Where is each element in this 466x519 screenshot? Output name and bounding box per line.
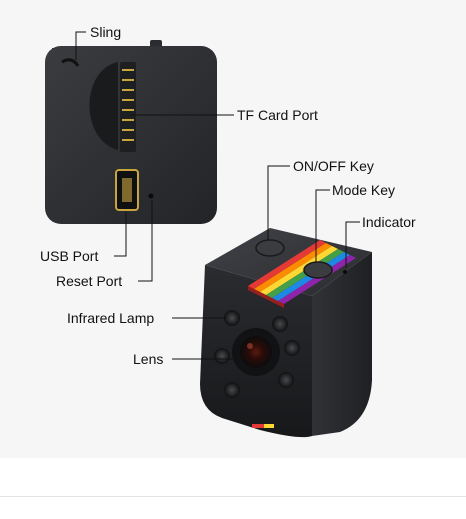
bottom-divider bbox=[0, 496, 466, 497]
label-indicator: Indicator bbox=[362, 214, 416, 230]
cube-side-face bbox=[312, 252, 372, 436]
sling-hole bbox=[61, 58, 80, 67]
label-tf-card-port: TF Card Port bbox=[237, 107, 318, 123]
label-reset-port: Reset Port bbox=[56, 273, 122, 289]
label-sling: Sling bbox=[90, 24, 121, 40]
label-infrared-lamp: Infrared Lamp bbox=[67, 310, 154, 326]
label-on-off-key: ON/OFF Key bbox=[293, 158, 374, 174]
lens bbox=[240, 336, 272, 368]
tf-card-pins bbox=[122, 69, 134, 141]
reset-hole bbox=[148, 193, 154, 199]
indicator-light bbox=[343, 270, 347, 274]
tf-card-slot bbox=[120, 62, 136, 152]
camera-front-view bbox=[200, 228, 372, 438]
label-mode-key: Mode Key bbox=[332, 182, 395, 198]
camera-illustration: Sling TF Card Port ON/OFF Key Mode Key I… bbox=[40, 24, 416, 438]
mode-key bbox=[303, 261, 333, 279]
tf-card-recess bbox=[89, 62, 118, 150]
label-usb-port: USB Port bbox=[40, 248, 98, 264]
product-photo: Sling TF Card Port ON/OFF Key Mode Key I… bbox=[40, 24, 417, 438]
camera-back-view bbox=[45, 40, 217, 224]
callout-labels: Sling TF Card Port ON/OFF Key Mode Key I… bbox=[40, 24, 416, 367]
label-lens: Lens bbox=[133, 351, 163, 367]
leader-lines bbox=[75, 31, 360, 360]
infrared-lamps bbox=[214, 310, 300, 398]
on-off-key bbox=[255, 239, 285, 257]
